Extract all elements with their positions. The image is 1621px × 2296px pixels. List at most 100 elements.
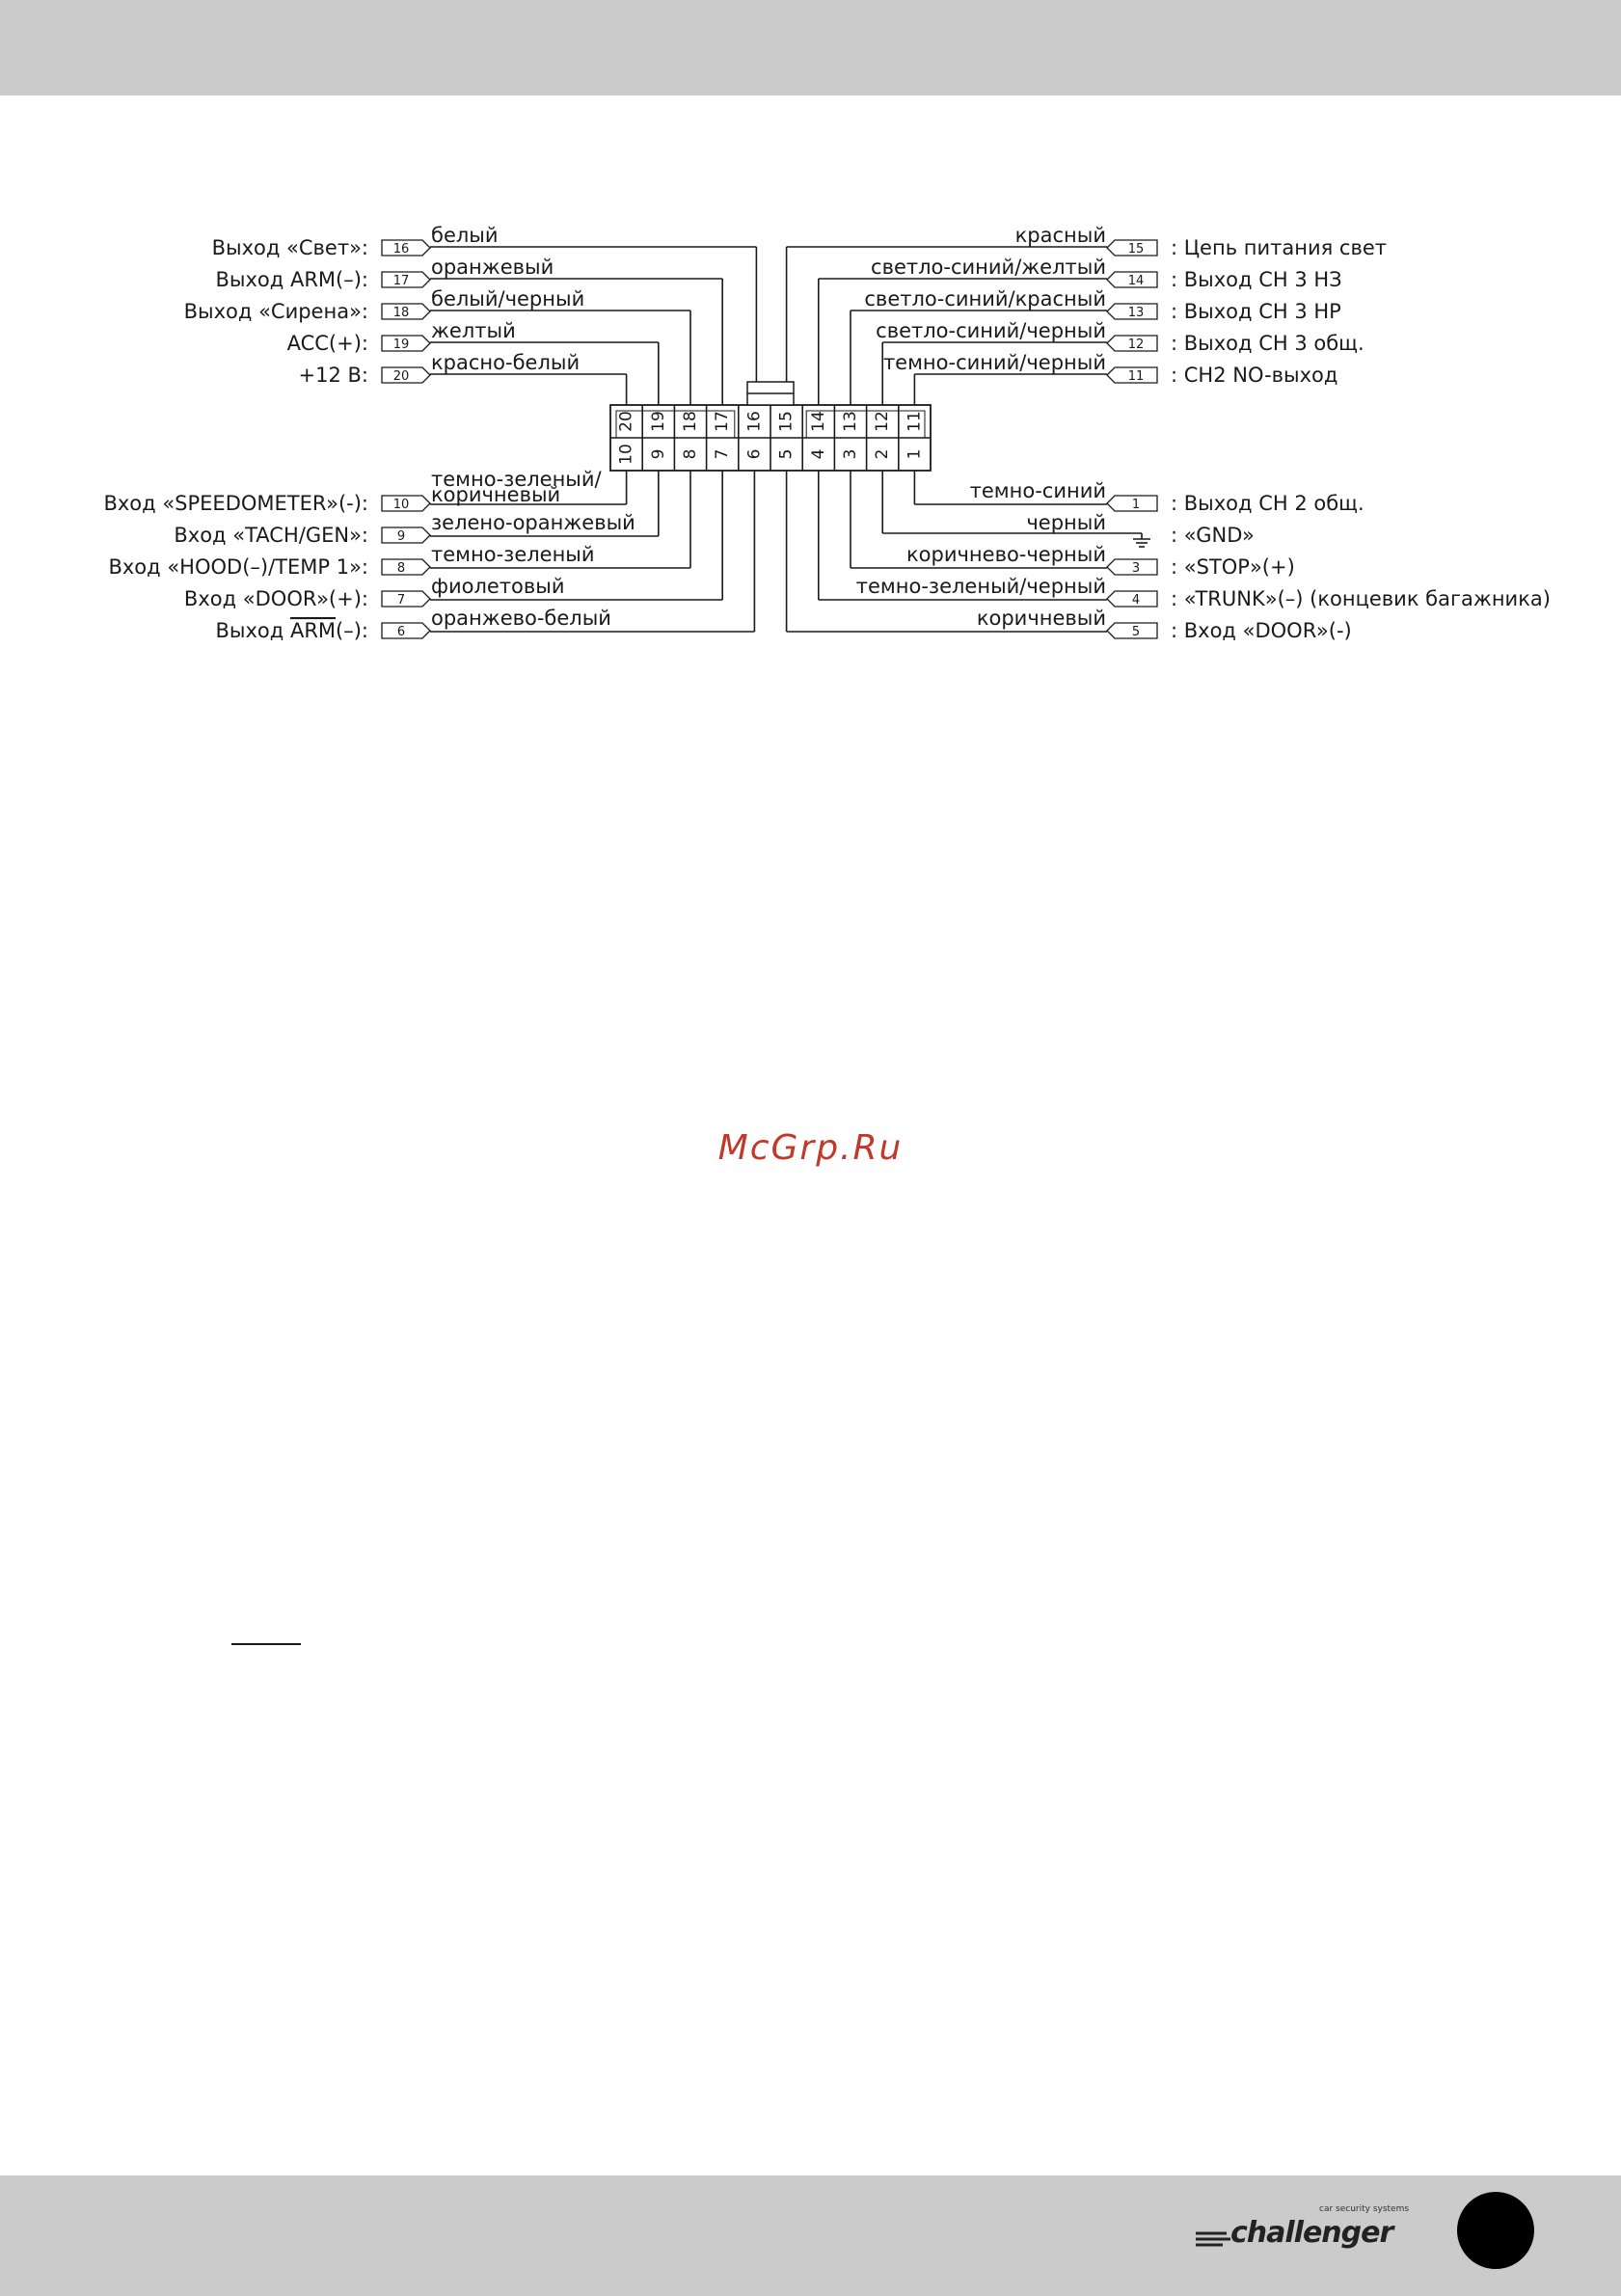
page-number-badge <box>1457 2192 1534 2269</box>
header-band <box>0 0 1621 95</box>
wire-color-label: красно-белый <box>431 351 580 374</box>
pin-tag-number: 18 <box>393 306 410 320</box>
pin-tag-number: 6 <box>397 625 405 639</box>
connector-pin-number: 7 <box>713 449 732 460</box>
wire-color-label: оранжево-белый <box>431 607 611 630</box>
connector-pin-number: 2 <box>873 449 892 460</box>
pin-tag-number: 9 <box>397 529 405 544</box>
pin-tag <box>1106 239 1158 257</box>
wire-color-label: темно-синий/черный <box>883 351 1106 374</box>
wire-color-label: красный <box>1015 224 1106 247</box>
signal-label: Вход «HOOD(–)/TEMP 1»: <box>108 555 368 579</box>
wire-color-label: коричневый <box>977 607 1106 630</box>
signal-label: : Выход CH 3 НР <box>1171 300 1341 323</box>
signal-label: +12 В: <box>299 364 368 387</box>
brand-name: challenger <box>1230 2216 1393 2250</box>
footnote-rule <box>231 1643 301 1645</box>
pin-tag <box>381 590 431 608</box>
wire-color-label: коричневый <box>431 483 560 506</box>
watermark: McGrp.Ru <box>717 1128 904 1168</box>
connector-frame-right <box>805 410 926 439</box>
wire-color-label: оранжевый <box>431 256 554 279</box>
pin-tag-number: 1 <box>1132 498 1140 512</box>
pin-tag-number: 8 <box>397 561 405 576</box>
pin-tag <box>381 239 431 257</box>
connector-pin-number: 8 <box>681 449 700 460</box>
pin-tag <box>1106 271 1158 288</box>
connector-pin-number: 15 <box>777 411 797 432</box>
pin-tag <box>381 558 431 576</box>
signal-label: Выход «Сирена»: <box>184 300 368 323</box>
pin-tag <box>1106 495 1158 512</box>
signal-label: Вход «DOOR»(+): <box>184 587 368 610</box>
signal-label: : CH2 NO-выход <box>1171 364 1337 387</box>
pin-tag-number: 20 <box>393 369 410 384</box>
wire-color-label: коричнево-черный <box>906 543 1106 566</box>
wire-color-label: фиолетовый <box>431 575 564 598</box>
pin-tag-number: 17 <box>393 274 410 288</box>
connector-frame-left <box>615 410 736 439</box>
pin-tag <box>1106 590 1158 608</box>
pin-tag-number: 5 <box>1132 625 1140 639</box>
pin-tag <box>381 366 431 384</box>
connector-pin-number: 19 <box>649 411 668 432</box>
wire-color-label: желтый <box>431 319 516 342</box>
signal-label: : Цепь питания свет <box>1171 236 1387 259</box>
connector-pin-number: 5 <box>777 449 797 460</box>
pin-tag-number: 3 <box>1132 561 1140 576</box>
pin-tag-number: 4 <box>1132 593 1140 608</box>
wire-lines <box>430 246 1142 633</box>
signal-label: ACC(+): <box>287 332 368 355</box>
signal-label: : Выход CH 2 общ. <box>1171 492 1364 515</box>
wire-color-label: светло-синий/черный <box>876 319 1106 342</box>
pin-tag <box>381 335 431 352</box>
pin-tag <box>381 303 431 320</box>
pin-tag <box>381 527 431 544</box>
pin-tag-number: 19 <box>393 338 410 352</box>
footer-band <box>0 2175 1621 2296</box>
signal-label: Выход ARM(–): <box>216 268 369 291</box>
pin-tag-number: 15 <box>1128 242 1145 257</box>
wire-color-label: темно-зеленый/черный <box>856 575 1106 598</box>
signal-label: : Выход CH 3 НЗ <box>1171 268 1342 291</box>
pin-tag <box>381 495 431 512</box>
signal-label: Вход «TACH/GEN»: <box>174 524 368 547</box>
pin-tag <box>1106 335 1158 352</box>
pin-tag-number: 10 <box>393 498 410 512</box>
connector-pin-number: 18 <box>681 411 700 432</box>
connector-pin-number: 4 <box>809 449 828 460</box>
brand-tagline: car security systems <box>1319 2204 1410 2214</box>
wire-color-label: темно-синий <box>970 479 1106 502</box>
pin-tag-number: 12 <box>1128 338 1145 352</box>
connector-pin-number: 11 <box>905 411 924 432</box>
pin-tag <box>1106 366 1158 384</box>
connector-pin-number: 1 <box>905 449 924 460</box>
connector-pin-number: 17 <box>713 411 732 432</box>
connector-pin-number: 14 <box>809 411 828 432</box>
signal-label: : «TRUNK»(–) (концевик багажника) <box>1171 587 1551 610</box>
signal-label: : «STOP»(+) <box>1171 555 1295 579</box>
wire-color-label: темно-зеленый <box>431 543 595 566</box>
signal-label: : Вход «DOOR»(-) <box>1171 619 1352 642</box>
pin-tag <box>1106 303 1158 320</box>
signal-label: Выход «Свет»: <box>212 236 368 259</box>
signal-label: Выход ARM(–): <box>215 619 368 642</box>
connector-pin-number: 3 <box>841 449 860 460</box>
pin-tag-number: 16 <box>393 242 410 257</box>
signal-label: Вход «SPEEDOMETER»(-): <box>103 492 368 515</box>
wire-color-label: светло-синий/желтый <box>871 256 1106 279</box>
brand-mark-icon <box>1196 2231 1230 2247</box>
wire-color-label: темно-зеленый/ <box>431 468 603 491</box>
pin-tag-number: 13 <box>1128 306 1145 320</box>
brand-logo: car security systems challenger <box>1194 2204 1416 2272</box>
signal-label: : «GND» <box>1171 524 1255 547</box>
pin-tag-number: 7 <box>397 593 405 608</box>
wire-color-label: светло-синий/красный <box>864 287 1106 311</box>
connector-pin-number: 13 <box>841 411 860 432</box>
connector-pin-number: 16 <box>744 411 764 432</box>
connector-pin-number: 20 <box>617 411 636 432</box>
